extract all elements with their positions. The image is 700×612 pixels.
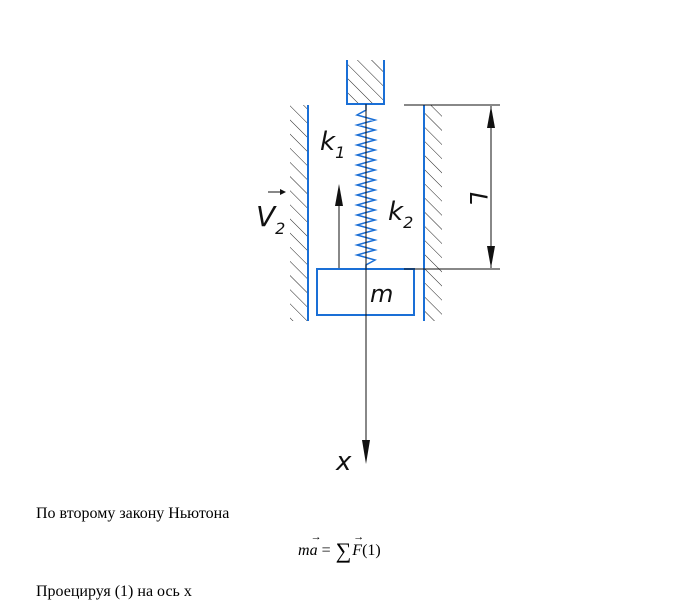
label-axis-x: x [335, 447, 352, 477]
right-wall [423, 105, 442, 321]
length-dimension [404, 104, 500, 270]
text-projection: Проецируя (1) на ось x [36, 583, 192, 600]
top-support [346, 60, 385, 105]
svg-text:V2: V2 [256, 200, 285, 238]
label-v2: V2 [256, 189, 286, 238]
x-axis [362, 104, 370, 464]
velocity-arrow [335, 184, 343, 268]
label-mass: m [370, 280, 393, 308]
label-k1: k1 [320, 127, 345, 162]
mechanics-diagram: k1 k2 V2 m L x [256, 60, 500, 477]
left-wall [290, 105, 309, 321]
text-newton-law: По второму закону Ньютона [36, 505, 230, 522]
label-length: L [464, 192, 492, 205]
label-k2: k2 [388, 197, 413, 232]
newton-formula: ma = ∑F(1) [298, 538, 381, 564]
